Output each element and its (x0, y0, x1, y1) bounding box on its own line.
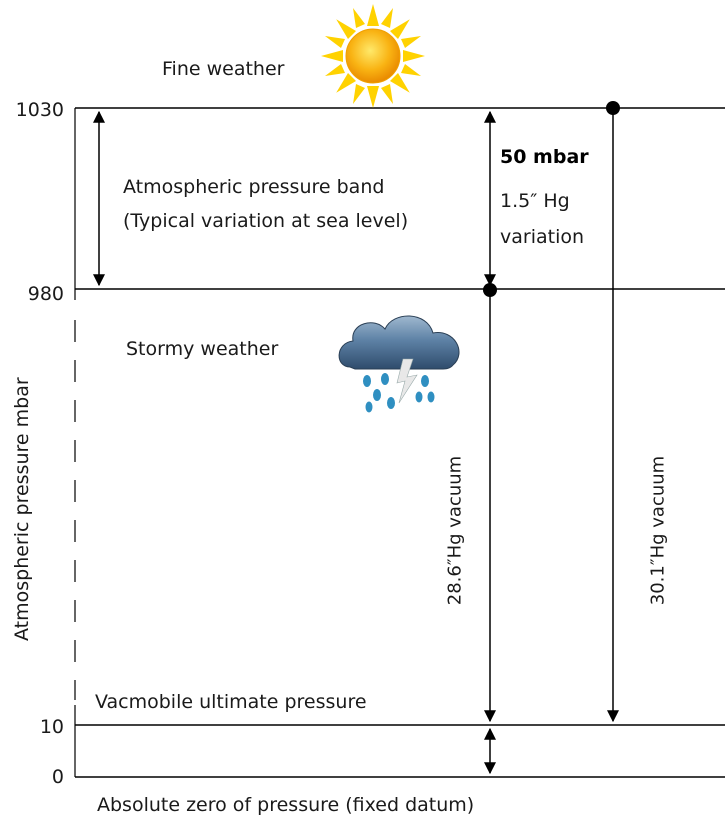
mbar-50-label: 50 mbar (500, 146, 589, 168)
sun-icon (321, 4, 425, 108)
vacuum-286-label: 28.6″Hg vacuum (444, 455, 466, 606)
vacmobile-label: Vacmobile ultimate pressure (95, 691, 367, 713)
hg-15-label: 1.5″ Hg (500, 190, 570, 212)
tick-10: 10 (39, 716, 64, 738)
variation-label: variation (500, 226, 585, 248)
fine-weather-label: Fine weather (162, 58, 285, 80)
stormy-weather-label: Stormy weather (126, 338, 279, 360)
vacuum-301-label: 30.1″Hg vacuum (647, 455, 669, 606)
storm-cloud-icon (338, 315, 460, 413)
tick-1030: 1030 (15, 99, 64, 121)
tick-980: 980 (27, 283, 64, 305)
tick-0: 0 (51, 766, 64, 788)
band-label-line1: Atmospheric pressure band (123, 176, 385, 198)
y-axis-label: Atmospheric pressure mbar (11, 377, 33, 641)
band-label-line2: (Typical variation at sea level) (123, 210, 409, 232)
absolute-zero-label: Absolute zero of pressure (fixed datum) (97, 794, 475, 816)
